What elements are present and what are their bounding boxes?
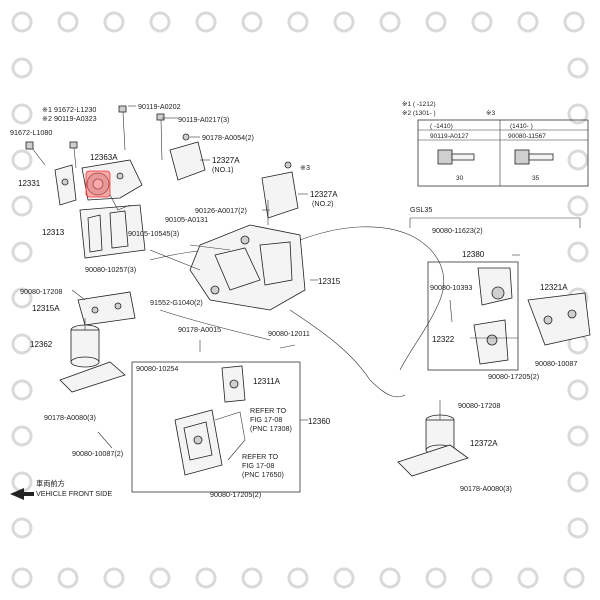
table-col1-head: ( -1410): [430, 123, 453, 130]
bolt-90119-a0202: [118, 105, 127, 151]
watermark-gear-icons: [11, 11, 589, 589]
label-91672-l1230: ※1 91672-L1230: [42, 105, 96, 114]
label-12327a-no2-sub: (NO.2): [312, 199, 334, 208]
bolt-91672-l1230: [69, 141, 78, 169]
label-90178-a0080-r: 90178-A0080(3): [460, 484, 512, 493]
label-12331: 12331: [18, 179, 41, 188]
label-12362: 12362: [30, 340, 53, 349]
mount-12380: [473, 267, 513, 365]
table-col2-part: 90080-11567: [508, 133, 546, 140]
table-col1-part: 90119-A0127: [430, 133, 469, 140]
label-pnc-17308: (PNC 17308): [250, 424, 292, 433]
leader-lines: [128, 105, 520, 421]
label-91552-g1040: 91552-G1040(2): [150, 298, 203, 307]
label-refer-to-2: REFER TO: [242, 452, 278, 461]
label-vehicle-front-jp: 車両前方: [36, 479, 65, 488]
label-90080-17205-r: 90080-17205(2): [488, 372, 539, 381]
table-note-3: ※3: [486, 110, 495, 117]
label-12321a: 12321A: [540, 283, 568, 292]
bracket-12327a-no2: [261, 161, 299, 225]
label-fig-17-08-1: FIG 17-08: [250, 415, 282, 424]
bolt-90080-17208: [71, 289, 86, 301]
label-vehicle-front-side: VEHICLE FRONT SIDE: [36, 489, 112, 498]
label-90178-a0015: 90178-A0015: [178, 325, 221, 334]
label-12315: 12315: [318, 277, 341, 286]
bracket-12311a: [221, 365, 246, 403]
bracket-12321a: [527, 292, 591, 346]
bolt-90119-a0217: [156, 113, 165, 161]
mount-12362: [59, 318, 126, 393]
bracket-12327a-no1: [169, 133, 206, 181]
label-90080-10257: 90080-10257(3): [85, 265, 136, 274]
label-12315a: 12315A: [32, 304, 60, 313]
table-col2-len: 35: [532, 175, 540, 182]
label-90080-10087: 90080-10087(2): [72, 449, 123, 458]
table-col2-head: (1410- ): [510, 123, 533, 130]
label-12311a: 12311A: [253, 377, 281, 386]
bracket-12315: [189, 224, 306, 311]
bracket-12331: [54, 164, 77, 206]
mount-12313: [79, 194, 146, 259]
highlight-12363a: [85, 170, 111, 198]
label-12327a-no1-sub: (NO.1): [212, 165, 234, 174]
label-90080-11623: 90080-11623(2): [432, 226, 483, 235]
label-91672-l1080: 91672-L1080: [10, 128, 52, 137]
label-90105-a0131: 90105-A0131: [165, 215, 208, 224]
label-refer-to-1: REFER TO: [250, 406, 286, 415]
table-note-1: ※1 ( -1212): [402, 101, 436, 108]
label-90178-a0080: 90178-A0080(3): [44, 413, 96, 422]
bolt-90080-10393: [449, 299, 453, 323]
label-12363a: 12363A: [90, 153, 118, 162]
label-12313: 12313: [42, 228, 65, 237]
label-90080-10087-r: 90080-10087: [535, 359, 577, 368]
group-box-12360: [131, 361, 301, 493]
engine-outline: [289, 226, 444, 398]
label-90080-10393: 90080-10393: [430, 283, 472, 292]
label-90119-a0217: 90119-A0217(3): [178, 115, 229, 124]
label-12380: 12380: [462, 250, 485, 259]
label-gsl35: GSL35: [410, 205, 432, 214]
label-12327a-no1: 12327A: [212, 156, 240, 165]
vehicle-front-arrow-icon: [10, 488, 34, 500]
label-90080-17208-r: 90080-17208: [458, 401, 500, 410]
label-90105-10545: 90105-10545(3): [128, 229, 179, 238]
label-90119-a0202: 90119-A0202: [138, 102, 181, 111]
label-fig-17-08-2: FIG 17-08: [242, 461, 274, 470]
bolt-91672-l1080: [25, 141, 46, 166]
label-90126-a0017: 90126-A0017(2): [195, 206, 247, 215]
label-90178-a0054: 90178-A0054(2): [202, 133, 254, 142]
label-pnc-17650: (PNC 17650): [242, 470, 284, 479]
bracket-12315a: [77, 291, 136, 326]
label-12360: 12360: [308, 417, 331, 426]
label-90080-12011: 90080-12011: [268, 329, 310, 338]
mount-12360-body: [174, 409, 246, 476]
label-12322: 12322: [432, 335, 455, 344]
mount-12372a: [397, 400, 469, 477]
label-12327a-no2: 12327A: [310, 190, 338, 199]
table-note-2: ※2 (1301- ): [402, 110, 436, 117]
spec-table: [417, 119, 589, 187]
label-90080-17208: 90080-17208: [20, 287, 62, 296]
label-note3: ※3: [300, 163, 310, 172]
bolt-90105-10545: [149, 244, 231, 271]
table-col1-len: 30: [456, 175, 464, 182]
label-90080-17205: 90080-17205(2): [210, 490, 261, 499]
bolt-90080-12011: [279, 344, 296, 349]
label-90080-10254: 90080-10254: [136, 364, 178, 373]
label-12372a: 12372A: [470, 439, 498, 448]
label-90119-a0323: ※2 90119-A0323: [42, 114, 97, 123]
group-box-12380: [427, 261, 519, 371]
bolt-90080-10087: [97, 431, 113, 449]
